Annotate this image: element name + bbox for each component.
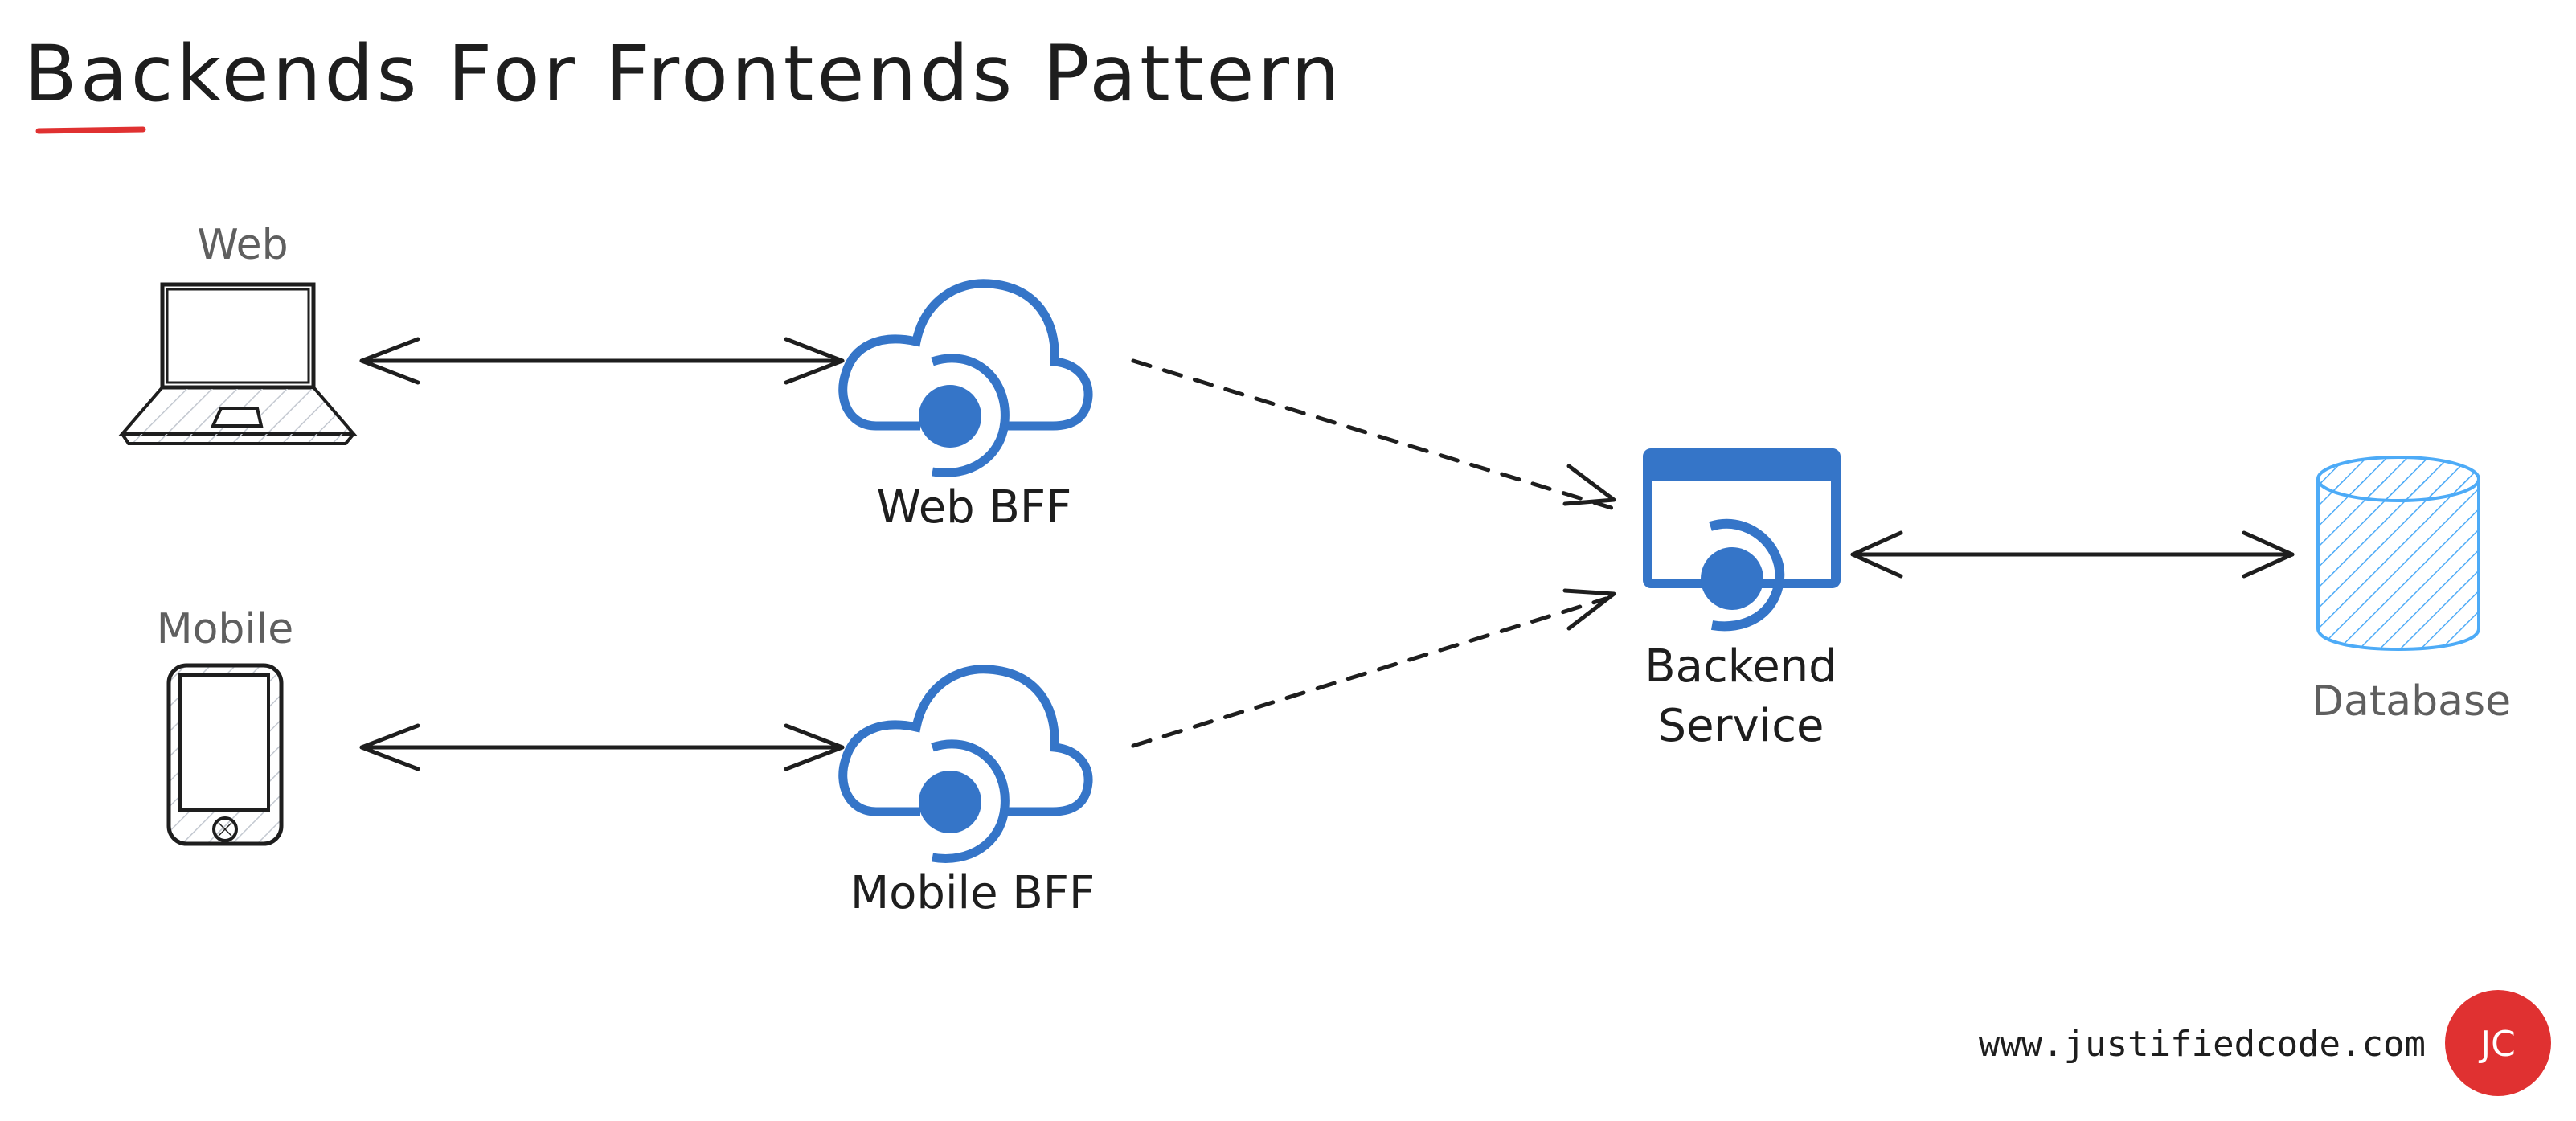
- backend-service-node[interactable]: Backend Service: [1643, 448, 1841, 752]
- web-client-label: Web: [197, 221, 288, 269]
- edge-mobile-bff-to-backend: [1131, 588, 1616, 748]
- mobile-bff-label: Mobile BFF: [850, 867, 1095, 919]
- badge-initials: JC: [2478, 1024, 2516, 1065]
- database-label: Database: [2312, 677, 2511, 726]
- app-service-icon: [1643, 448, 1841, 632]
- database-cylinder-icon: [2316, 456, 2480, 652]
- web-bff-label: Web BFF: [877, 481, 1072, 534]
- laptop-icon: [118, 282, 358, 445]
- mobile-client-label: Mobile: [157, 605, 294, 653]
- mobile-client-node[interactable]: Mobile: [157, 605, 294, 846]
- web-bff-node[interactable]: Web BFF: [838, 279, 1093, 534]
- backend-service-label-line2: Service: [1658, 700, 1824, 752]
- jc-logo-badge: JC: [2445, 990, 2551, 1096]
- web-client-node[interactable]: Web: [118, 221, 358, 445]
- mobile-bff-node[interactable]: Mobile BFF: [838, 665, 1095, 919]
- badge-circle: [2445, 990, 2551, 1096]
- cloud-service-icon: [838, 279, 1093, 477]
- cloud-service-icon: [838, 665, 1093, 863]
- page-title: Backends For Frontends Pattern: [24, 29, 1343, 119]
- edge-backend-to-database: [1850, 530, 2295, 579]
- smartphone-icon: [166, 663, 284, 846]
- title-underline: [35, 126, 146, 134]
- edge-web-bff-to-backend: [1131, 358, 1616, 510]
- backend-service-label-line1: Backend: [1644, 640, 1837, 693]
- edge-web-to-web-bff: [359, 337, 845, 385]
- footer-url-link[interactable]: www.justifiedcode.com: [1979, 1024, 2426, 1065]
- edge-mobile-to-mobile-bff: [359, 723, 845, 771]
- database-node[interactable]: Database: [2312, 456, 2511, 726]
